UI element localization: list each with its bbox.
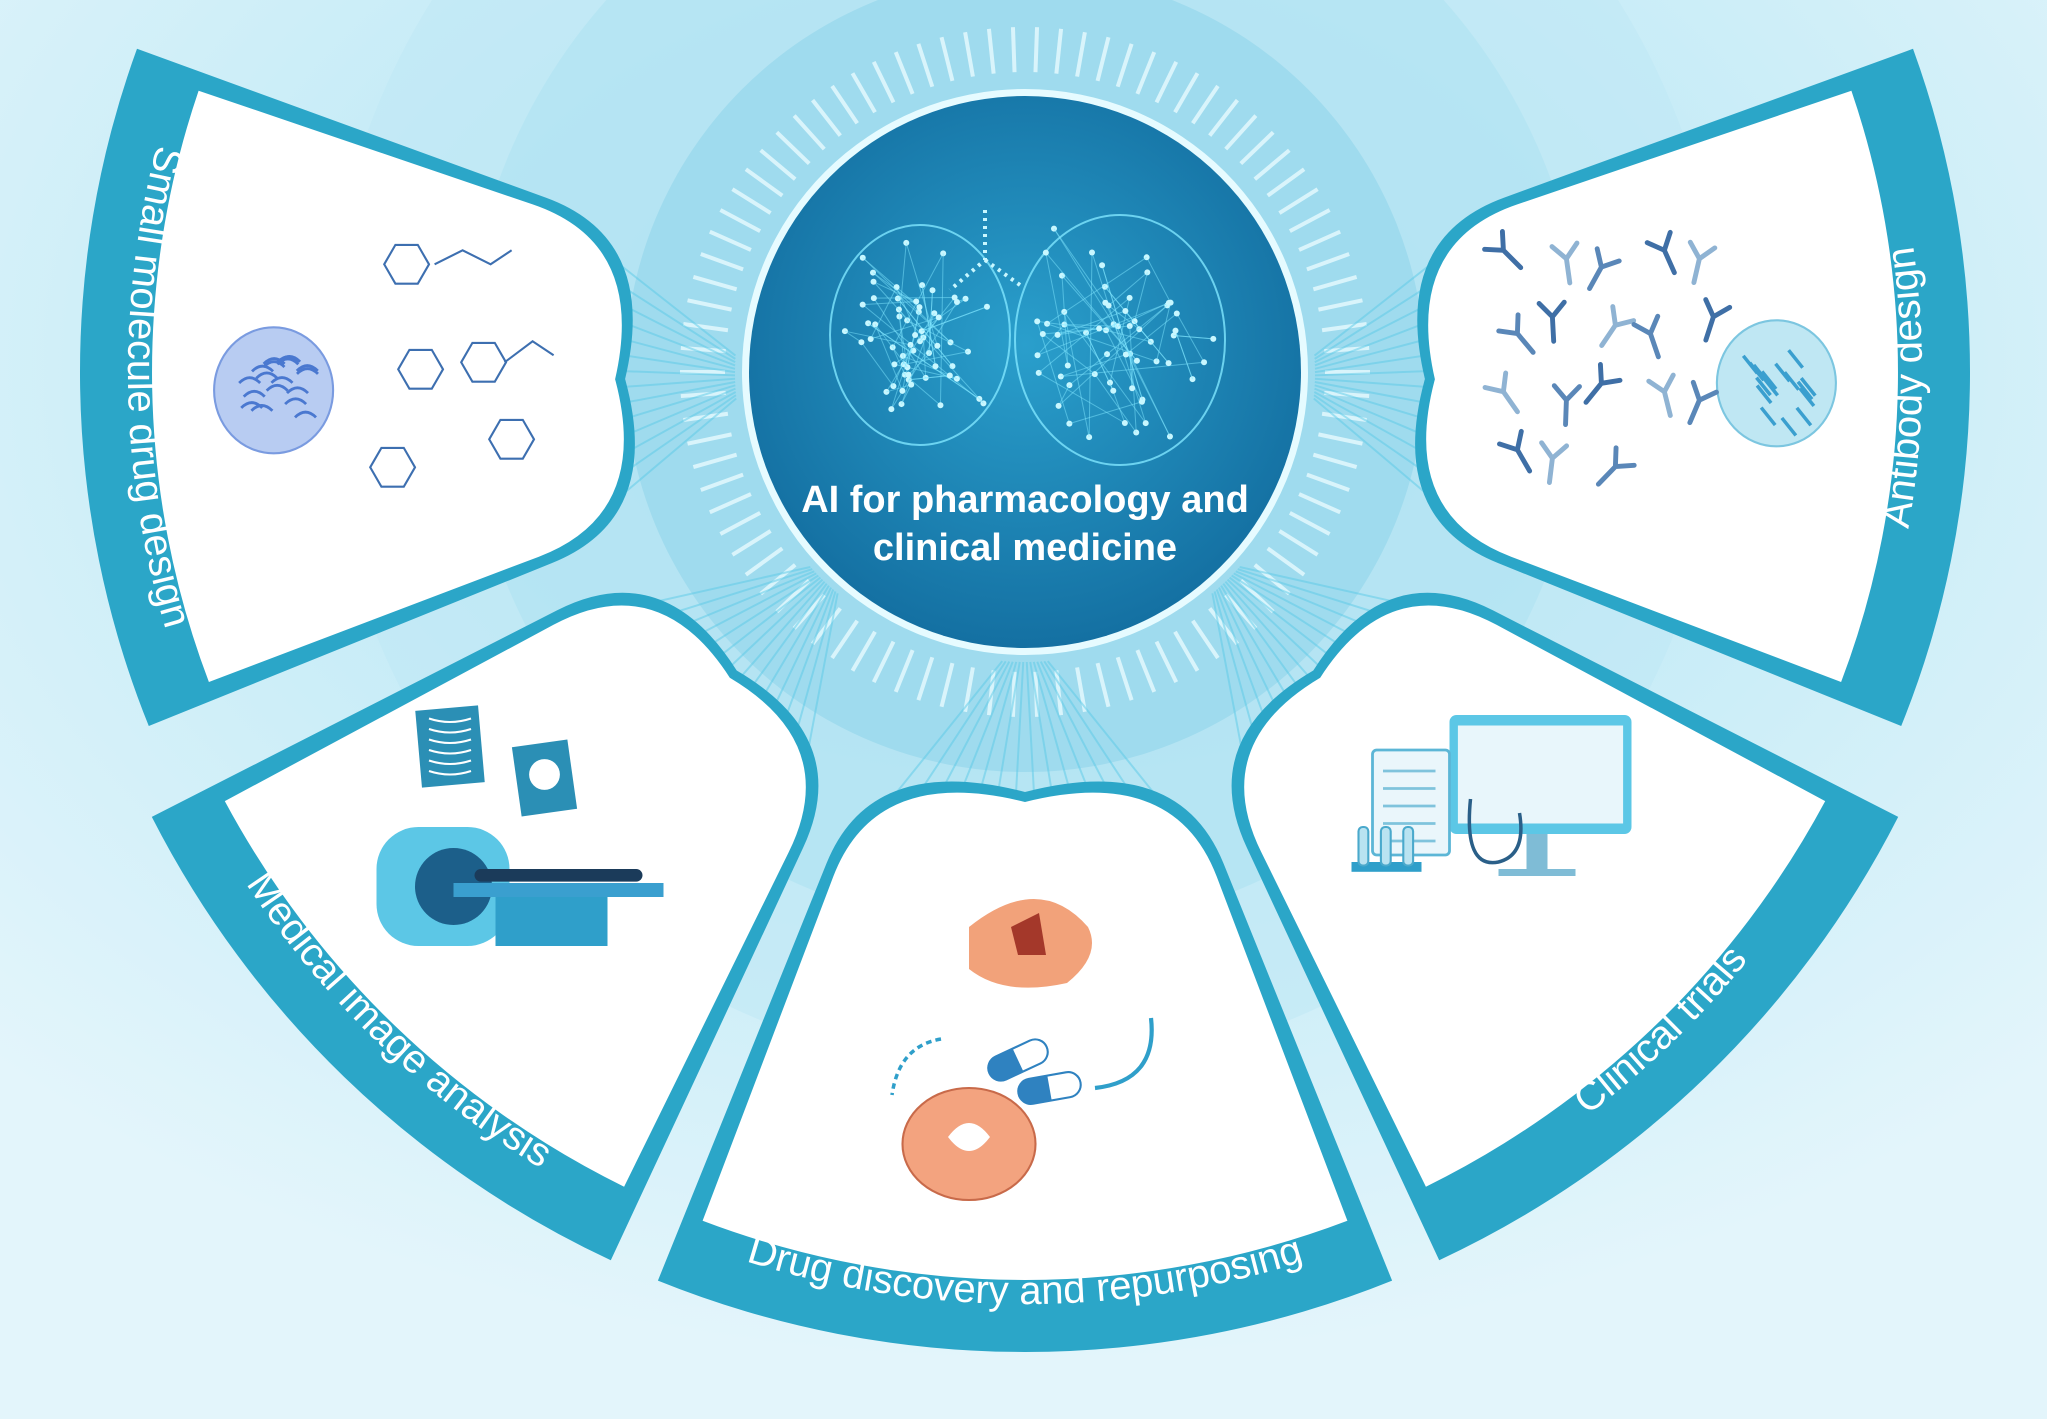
center-title-line-1: AI for pharmacology and <box>801 479 1249 521</box>
center-circle: AI for pharmacology and clinical medicin… <box>742 89 1308 655</box>
tick-mark <box>1035 27 1037 72</box>
tick-mark <box>1013 27 1015 72</box>
center-title-line-2: clinical medicine <box>873 527 1177 569</box>
